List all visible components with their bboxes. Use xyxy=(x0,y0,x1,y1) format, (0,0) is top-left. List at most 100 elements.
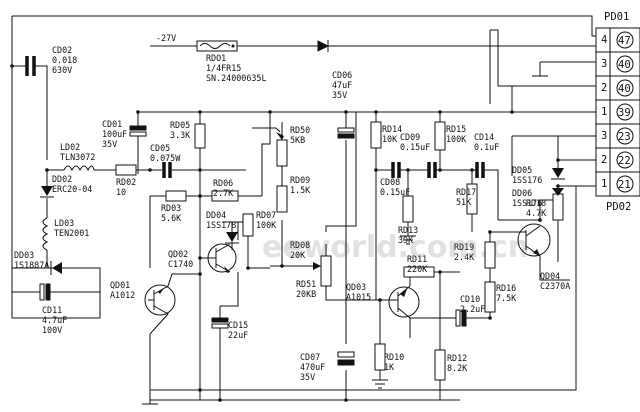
resistor-rd06 xyxy=(211,190,239,202)
connector-pd02: 3 2 1 23 22 21 PD02 xyxy=(595,123,640,213)
capacitor-cd07 xyxy=(337,351,355,366)
cd14-label-value: 0.1uF xyxy=(474,142,499,152)
capacitor-cd05 xyxy=(162,162,172,178)
rd02-label-value: 10 xyxy=(116,187,126,197)
rdo1-label-value: 1/4FR15 xyxy=(206,63,241,73)
cd02-label-value: 630V xyxy=(52,65,72,75)
pd02-pin-number: 1 xyxy=(601,178,607,190)
rd10-label-value: 1K xyxy=(384,362,395,372)
qd01-label-value: A1012 xyxy=(110,290,135,300)
diode-dd03 xyxy=(50,261,62,275)
capacitor-cd10 xyxy=(455,309,467,327)
rd10-label-ref: RD10 xyxy=(384,352,404,362)
rd14-label-value: 10K xyxy=(382,134,398,144)
resistor-rd11 xyxy=(403,266,435,278)
rd16-label-value: 7.5K xyxy=(496,293,517,303)
resistor-rd17 xyxy=(466,183,478,215)
cd01-label-value: 100uF xyxy=(102,129,127,139)
component-labels: RDO11/4FR15SN.24000635LCD020.018630VCD01… xyxy=(14,45,570,382)
cd07-label-value: 470uF xyxy=(300,362,325,372)
pd02-pin-number: 3 xyxy=(601,130,607,142)
cd11-label-ref: CD11 xyxy=(42,305,62,315)
rd09-label-ref: RD09 xyxy=(290,175,310,185)
cd11-label-value: 4.7uF xyxy=(42,315,67,325)
resistor-rd03 xyxy=(165,190,187,202)
capacitor-cd02 xyxy=(25,56,36,76)
dd02-label-ref: DD02 xyxy=(52,174,72,184)
diode-dd05 xyxy=(551,168,565,180)
capacitor-cd09 xyxy=(427,162,437,178)
cd10-label-value: 2.2uF xyxy=(460,304,485,314)
pd01-name: PD01 xyxy=(604,11,629,23)
rd19-label-ref: RD19 xyxy=(454,242,474,252)
rd16-label-ref: RD16 xyxy=(496,283,516,293)
potentiometer-rd50 xyxy=(262,127,288,167)
wires xyxy=(11,15,596,405)
pd01-pin-number: 1 xyxy=(601,106,607,118)
ld03-label-ref: LD03 xyxy=(54,218,74,228)
capacitor-cd11 xyxy=(39,283,68,301)
cd05-label-value: 0.075W xyxy=(150,153,181,163)
capacitor-cd08 xyxy=(391,162,401,178)
cd06-label-value: 35V xyxy=(332,90,347,100)
resistor-rd07 xyxy=(242,213,254,237)
transistor-qd04 xyxy=(517,223,551,262)
connector-pd01: 4 3 2 1 47 40 40 39 PD01 xyxy=(595,11,640,125)
qd03-label-value: A1015 xyxy=(346,292,371,302)
pd02-pin-label: 23 xyxy=(618,131,631,143)
rd18-label-value: 4.7K xyxy=(526,208,547,218)
rd06-label-value: 2.7K xyxy=(213,188,234,198)
cd02-label-value: 0.018 xyxy=(52,55,77,65)
rd09-label-value: 1.5K xyxy=(290,185,311,195)
cd07-label-ref: CD07 xyxy=(300,352,320,362)
cd08-label-value: 0.15uF xyxy=(380,187,410,197)
resistor-rd12 xyxy=(434,349,446,381)
resistor-rd15 xyxy=(434,121,446,151)
rd19-label-value: 2.4K xyxy=(454,252,475,262)
resistor-rd18 xyxy=(552,193,564,221)
transistor-qd02 xyxy=(207,243,237,273)
rd07-label-value: 100K xyxy=(256,220,277,230)
cd11-label-value: 100V xyxy=(42,325,62,335)
qd01-label-ref: QD01 xyxy=(110,280,130,290)
rdo1-label-value: SN.24000635L xyxy=(206,73,267,83)
rd07-label-ref: RD07 xyxy=(256,210,276,220)
capacitor-cd01 xyxy=(129,125,147,137)
dd05-label-ref: DD05 xyxy=(512,165,532,175)
rd51-label-value: 20KB xyxy=(296,289,316,299)
junction-dots xyxy=(10,64,560,402)
resistor-rd14 xyxy=(370,121,382,149)
resistor-rd09 xyxy=(276,185,288,213)
rd50-label-ref: RD50 xyxy=(290,125,310,135)
dd05-label-value: 1SS176 xyxy=(512,175,542,185)
pd02-pin-label: 22 xyxy=(618,155,631,167)
pd01-pin-label: 40 xyxy=(618,83,631,95)
capacitor-cd06 xyxy=(337,127,355,139)
dd03-label-value: 1S1887A xyxy=(14,260,49,270)
rd02-label-ref: RD02 xyxy=(116,177,136,187)
rd08-label-ref: RD08 xyxy=(290,240,310,250)
cd05-label-ref: CD05 xyxy=(150,143,170,153)
ld03-label-value: TEN2001 xyxy=(54,228,89,238)
fuse-resistor-rdo1 xyxy=(196,40,238,52)
transistor-qd03 xyxy=(388,285,420,319)
rd03-label-ref: RD03 xyxy=(161,203,181,213)
pd02-name: PD02 xyxy=(606,201,631,213)
resistor-rd13 xyxy=(402,195,414,223)
pd02-pin-label: 21 xyxy=(618,179,631,191)
rd05-label-value: 3.3K xyxy=(170,130,191,140)
dd03-label-ref: DD03 xyxy=(14,250,34,260)
resistor-rd19 xyxy=(484,241,496,269)
rd17-label-ref: RD17 xyxy=(456,187,476,197)
capacitor-cd15 xyxy=(211,317,229,344)
pd01-pin-number: 2 xyxy=(601,82,607,94)
rd14-label-ref: RD14 xyxy=(382,124,402,134)
cd01-label-ref: CD01 xyxy=(102,119,122,129)
rd15-label-ref: RD15 xyxy=(446,124,466,134)
diode-dd02 xyxy=(40,186,54,198)
rd08-label-value: 20K xyxy=(290,250,306,260)
qd03-label-ref: QD03 xyxy=(346,282,366,292)
rd05-label-ref: RD05 xyxy=(170,120,190,130)
dd02-label-value: ERC20-04 xyxy=(52,184,92,194)
